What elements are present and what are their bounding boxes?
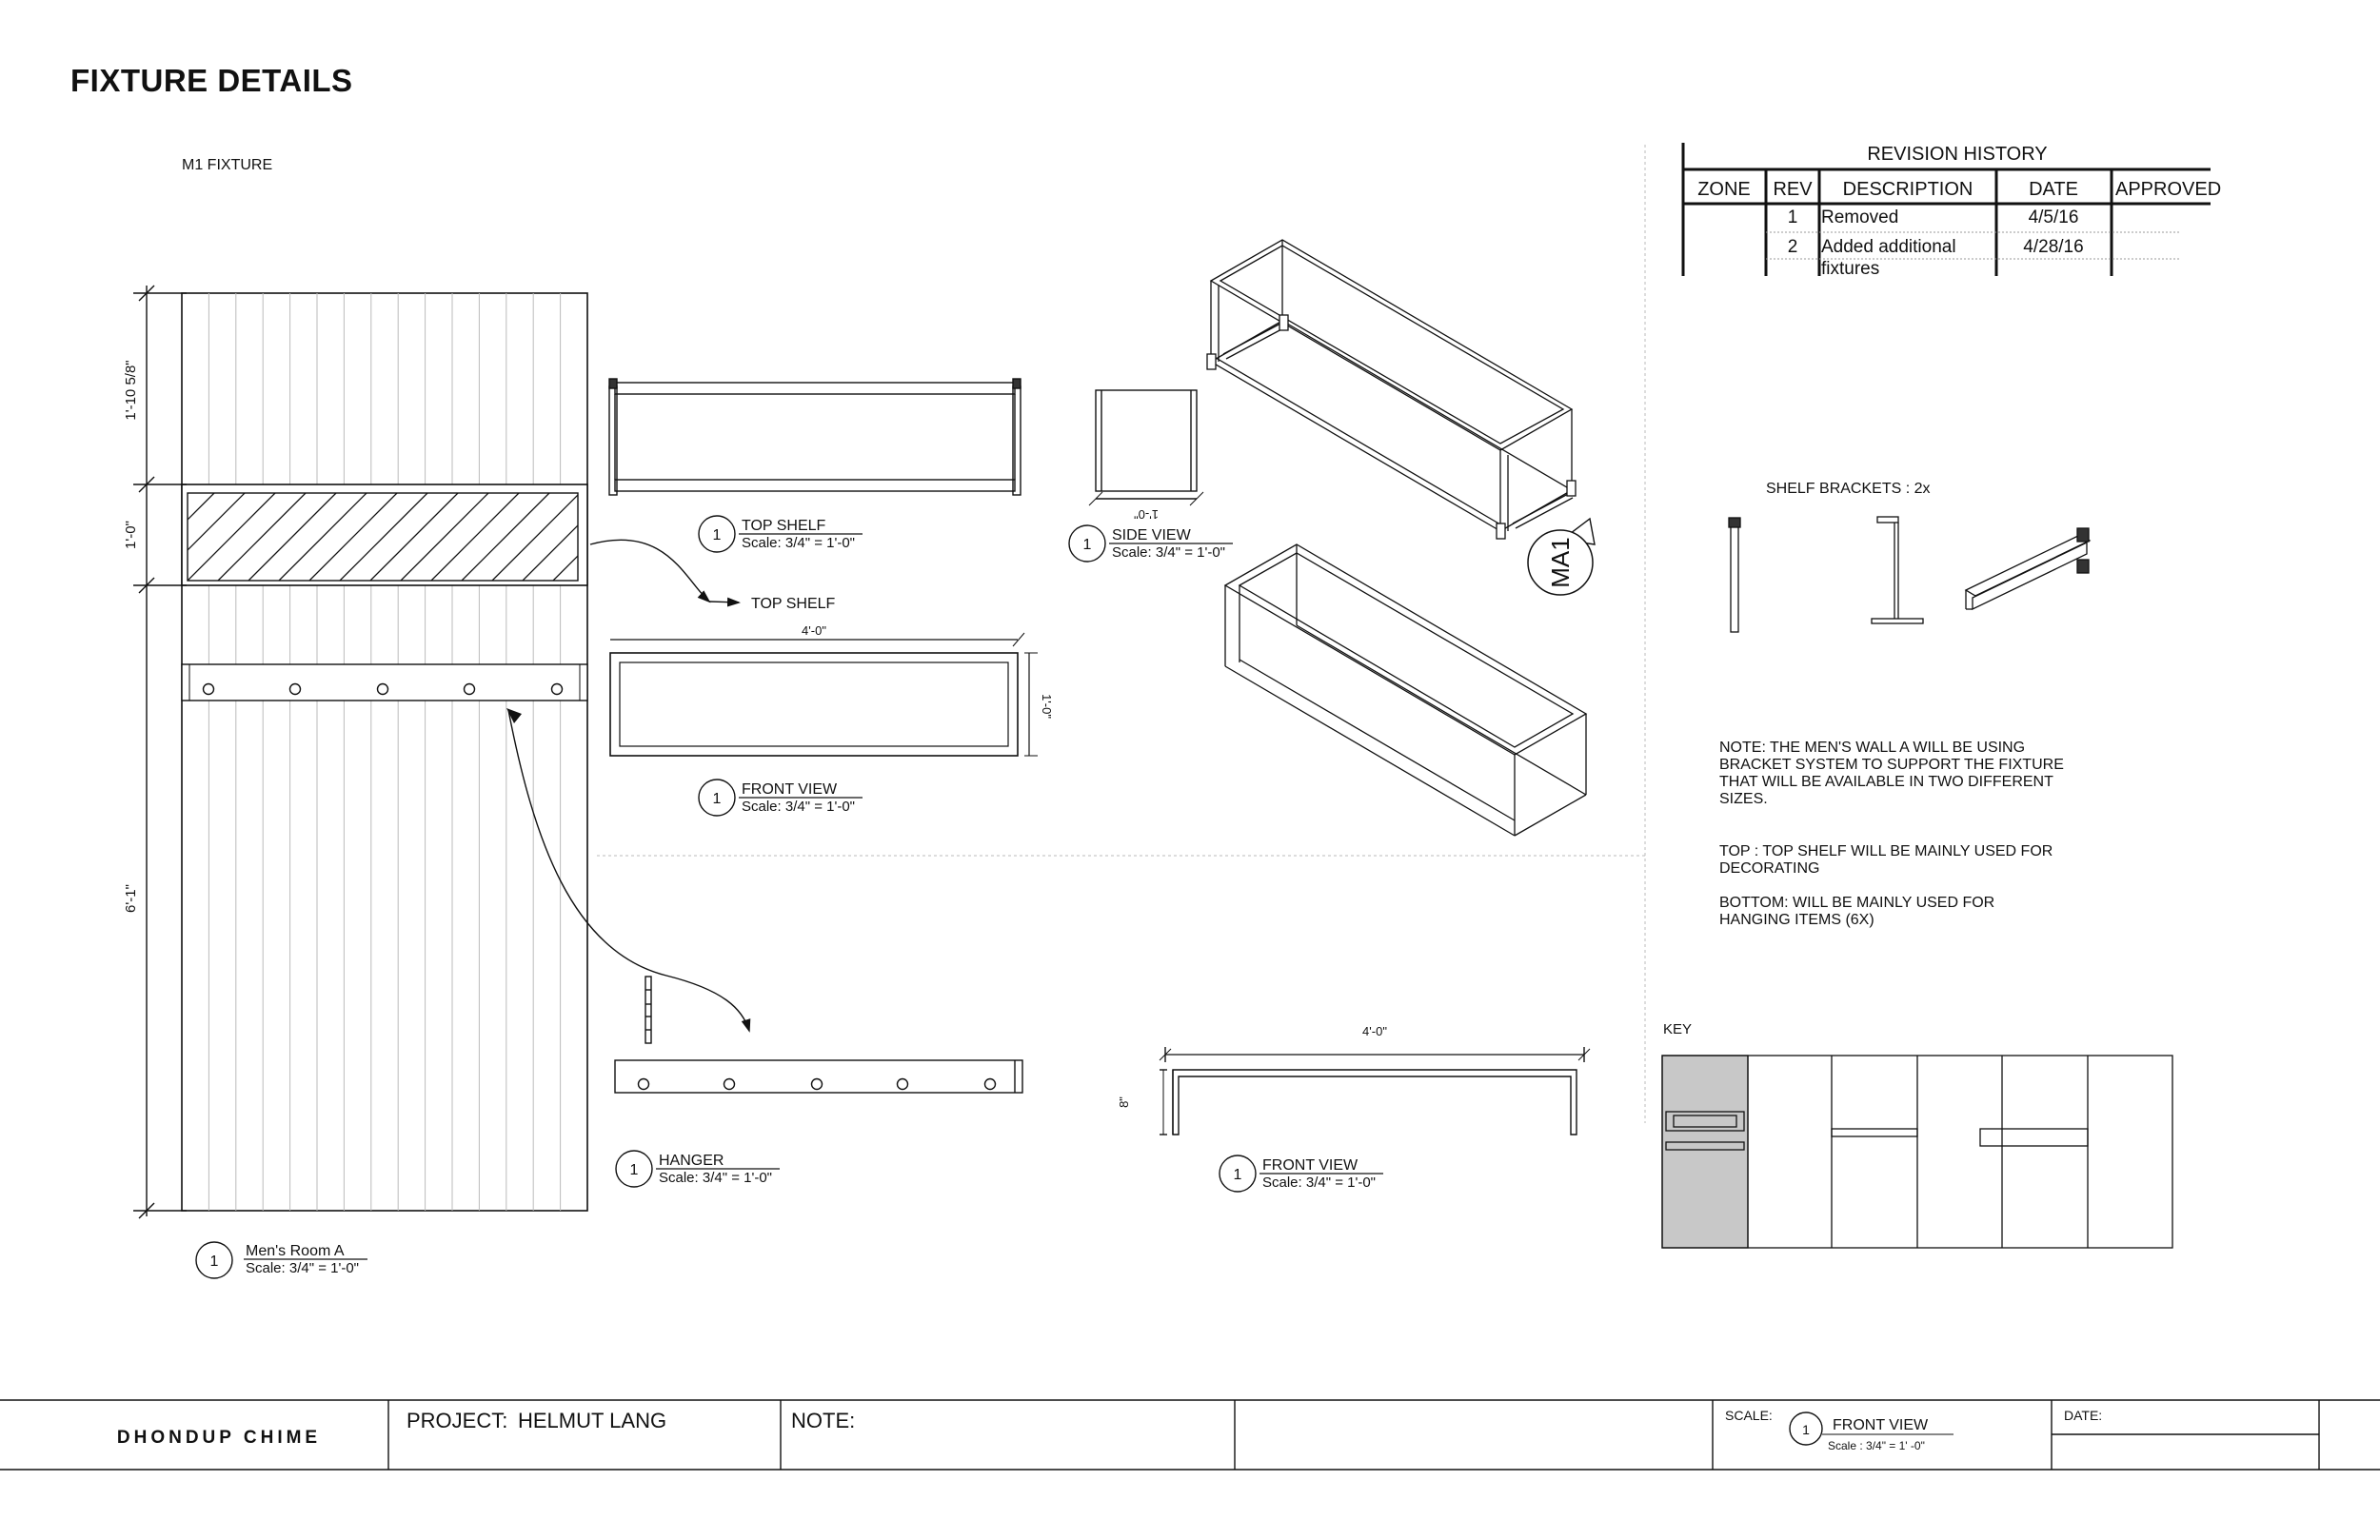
svg-text:DECORATING: DECORATING: [1719, 860, 1819, 877]
svg-text:ZONE: ZONE: [1697, 179, 1751, 200]
svg-text:Scale: 3/4" = 1'-0": Scale: 3/4" = 1'-0": [246, 1260, 359, 1276]
svg-text:Men's Room A: Men's Room A: [246, 1243, 345, 1259]
project-label: PROJECT:: [407, 1409, 507, 1432]
svg-text:Added additional: Added additional: [1821, 237, 1956, 257]
scale-value: Scale : 3/4" = 1' -0": [1828, 1439, 1925, 1452]
shelf-brackets: [1728, 516, 2092, 633]
revision-headers: ZONE REV DESCRIPTION DATE APPROVED: [1697, 179, 2221, 200]
svg-text:FRONT VIEW: FRONT VIEW: [1262, 1157, 1359, 1174]
title-block: DHONDUP CHIME PROJECT: HELMUT LANG NOTE:…: [0, 1399, 2380, 1471]
isometric-hanger-box: [1223, 543, 1588, 837]
svg-text:REV: REV: [1773, 179, 1813, 200]
svg-text:1: 1: [1234, 1167, 1242, 1183]
revision-row: 2 Added additional fixtures 4/28/16: [1788, 237, 2084, 279]
dim-hanger-height: 8": [1117, 1096, 1131, 1108]
arrow-hanger: [507, 709, 751, 1033]
svg-text:Scale: 3/4" = 1'-0": Scale: 3/4" = 1'-0": [742, 535, 855, 551]
svg-text:1: 1: [210, 1254, 219, 1270]
top-shelf-elevation: [608, 378, 1021, 496]
svg-text:FRONT VIEW: FRONT VIEW: [742, 781, 838, 798]
callout-front-view-2: 1 FRONT VIEW Scale: 3/4" = 1'-0": [1219, 1155, 1383, 1193]
svg-text:1: 1: [630, 1162, 639, 1178]
svg-text:4/28/16: 4/28/16: [2023, 237, 2083, 257]
callout-top-shelf: 1 TOP SHELF Scale: 3/4" = 1'-0": [698, 515, 863, 553]
hanger-elevation: [614, 976, 1023, 1094]
revision-title: REVISION HISTORY: [1867, 144, 2047, 165]
svg-text:NOTE: THE MEN'S WALL A WILL BE: NOTE: THE MEN'S WALL A WILL BE USING: [1719, 740, 2025, 756]
svg-text:SIZES.: SIZES.: [1719, 791, 1768, 807]
note-label: NOTE:: [791, 1409, 855, 1432]
callout-side-view: 1 SIDE VIEW Scale: 3/4" = 1'-0": [1068, 524, 1233, 563]
side-view: [1088, 389, 1204, 506]
svg-text:Scale: 3/4" = 1'-0": Scale: 3/4" = 1'-0": [742, 799, 855, 815]
front-view-hanger: [1159, 1047, 1591, 1135]
front-view-shelf: [609, 632, 1038, 757]
project-name: HELMUT LANG: [518, 1409, 666, 1432]
arrow-label: TOP SHELF: [751, 596, 836, 612]
isometric-top-shelf: [1206, 239, 1577, 540]
svg-text:DATE: DATE: [2029, 179, 2078, 200]
callout-mens-room: 1 Men's Room A Scale: 3/4" = 1'-0": [195, 1241, 367, 1279]
svg-text:4/5/16: 4/5/16: [2029, 207, 2079, 227]
svg-text:Scale: 3/4" = 1'-0": Scale: 3/4" = 1'-0": [1112, 544, 1225, 561]
dim-top-label: 1'-10 5/8": [123, 360, 139, 420]
svg-text:Scale: 3/4" = 1'-0": Scale: 3/4" = 1'-0": [659, 1170, 772, 1186]
svg-text:APPROVED: APPROVED: [2115, 179, 2221, 200]
svg-text:DESCRIPTION: DESCRIPTION: [1843, 179, 1973, 200]
svg-text:1: 1: [1083, 537, 1092, 553]
scale-number: 1: [1802, 1422, 1810, 1437]
callout-hanger: 1 HANGER Scale: 3/4" = 1'-0": [615, 1150, 780, 1188]
scale-title: FRONT VIEW: [1833, 1417, 1929, 1433]
svg-text:1: 1: [713, 527, 722, 543]
scale-label: SCALE:: [1725, 1408, 1773, 1423]
revision-history-table: [1681, 143, 2211, 276]
dim-shelf-height: 1'-0": [1040, 694, 1054, 719]
svg-text:Scale: 3/4" = 1'-0": Scale: 3/4" = 1'-0": [1262, 1175, 1376, 1191]
svg-text:1: 1: [1788, 207, 1798, 227]
dim-shelf-width: 4'-0": [802, 623, 826, 638]
revision-row: 1 Removed 4/5/16: [1788, 207, 2079, 227]
dim-mid-label: 1'-0": [123, 521, 139, 549]
dimension-vertical: [133, 285, 187, 1219]
svg-text:TOP SHELF: TOP SHELF: [742, 518, 826, 534]
brackets-label: SHELF BRACKETS : 2x: [1766, 481, 1931, 497]
svg-text:HANGER: HANGER: [659, 1153, 724, 1169]
svg-text:BRACKET SYSTEM TO SUPPORT THE: BRACKET SYSTEM TO SUPPORT THE FIXTURE: [1719, 757, 2064, 773]
svg-text:THAT WILL BE AVAILABLE IN TWO: THAT WILL BE AVAILABLE IN TWO DIFFERENT: [1719, 774, 2053, 790]
svg-text:fixtures: fixtures: [1821, 259, 1879, 279]
svg-text:SIDE VIEW: SIDE VIEW: [1112, 527, 1192, 543]
dim-side-depth: 1'-0": [1134, 507, 1159, 522]
key-plan: [1661, 1055, 2173, 1249]
fixture-elevation: [181, 292, 588, 1212]
key-label: KEY: [1663, 1021, 1692, 1037]
svg-text:TOP : TOP SHELF WILL BE MAINLY: TOP : TOP SHELF WILL BE MAINLY USED FOR: [1719, 843, 2053, 859]
svg-text:HANGING ITEMS (6X): HANGING ITEMS (6X): [1719, 912, 1874, 928]
dim-hanger-width: 4'-0": [1362, 1024, 1387, 1038]
arrow-top-shelf: [589, 539, 711, 603]
svg-text:Removed: Removed: [1821, 207, 1898, 227]
svg-text:1: 1: [713, 791, 722, 807]
callout-front-view-1: 1 FRONT VIEW Scale: 3/4" = 1'-0": [698, 779, 863, 817]
svg-text:BOTTOM: WILL BE MAINLY USED FO: BOTTOM: WILL BE MAINLY USED FOR: [1719, 895, 1994, 911]
page-title: FIXTURE DETAILS: [70, 63, 353, 98]
svg-text:MA1: MA1: [1546, 537, 1575, 587]
notes: NOTE: THE MEN'S WALL A WILL BE USING BRA…: [1719, 740, 2064, 928]
iso-tag-ma1: MA1: [1527, 517, 1596, 596]
date-label: DATE:: [2064, 1408, 2102, 1423]
svg-text:2: 2: [1788, 237, 1798, 257]
dim-bottom-label: 6'-1": [123, 884, 139, 913]
fixture-label: M1 FIXTURE: [182, 157, 272, 173]
company-name: DHONDUP CHIME: [117, 1428, 321, 1448]
